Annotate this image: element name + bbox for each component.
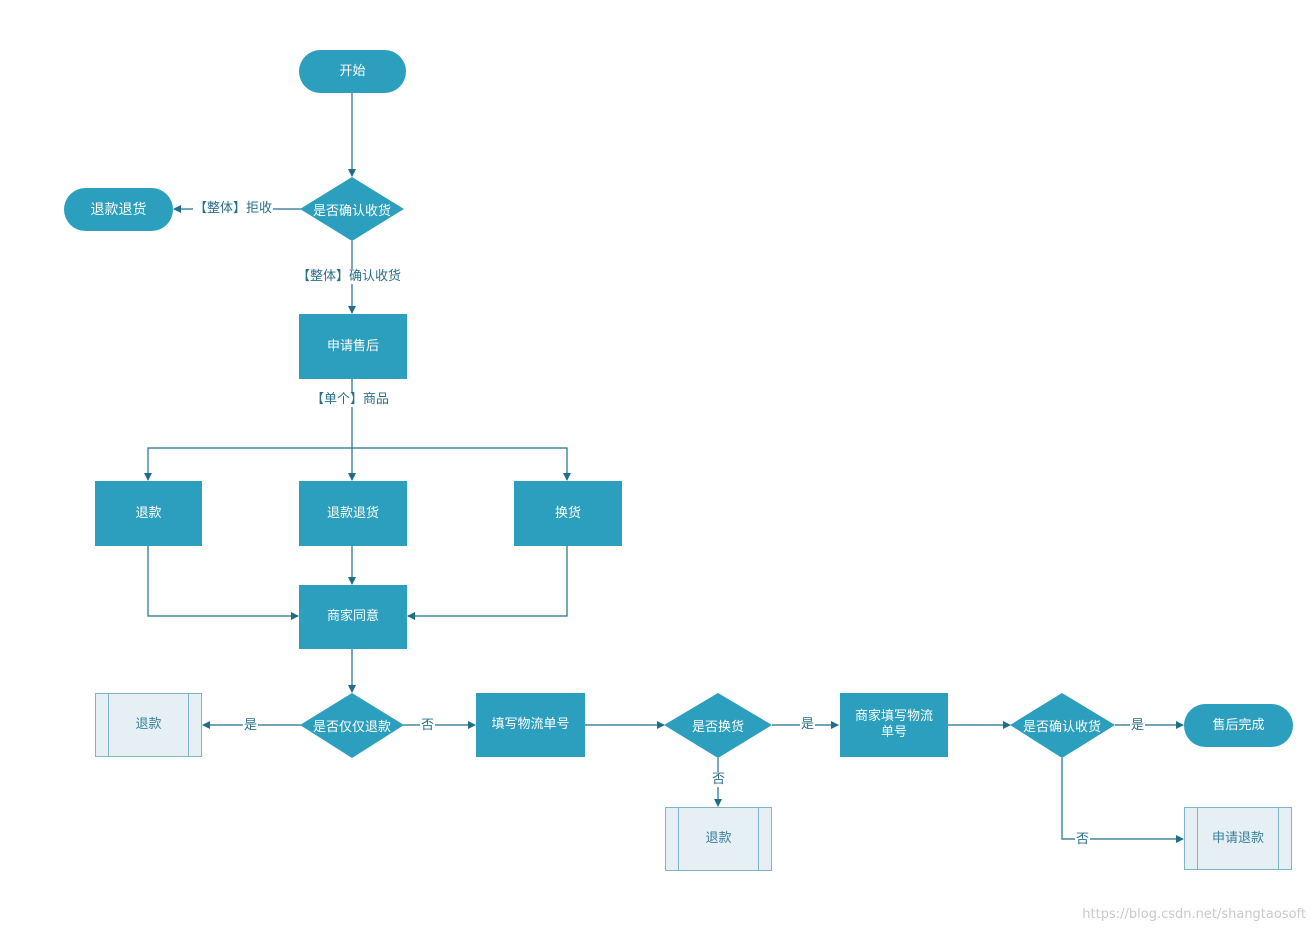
fill-logistics-label: 填写物流单号 (491, 717, 570, 732)
edge-branch-to-refund (144, 447, 352, 481)
edge-label-no-1: 否 (420, 718, 436, 733)
apply-refund-subprocess[interactable]: 申请退款 (1184, 807, 1292, 870)
aftersale-done-label: 售后完成 (1212, 717, 1265, 733)
refund-return-top-node[interactable]: 退款退货 (64, 188, 173, 231)
refund-subprocess-left-label: 退款 (135, 717, 162, 732)
edge-label-yes-1: 是 (243, 718, 259, 733)
exchange-node[interactable]: 换货 (514, 481, 622, 546)
apply-aftersale-node[interactable]: 申请售后 (299, 314, 407, 379)
edge-label-yes-3: 是 (1130, 718, 1146, 733)
refund-node[interactable]: 退款 (95, 481, 202, 546)
edge-refund-to-agree (147, 546, 299, 620)
edge-label-yes-2: 是 (800, 717, 816, 732)
edge-confirm2-no (1061, 758, 1184, 843)
refund-subprocess-bottom-label: 退款 (705, 831, 732, 846)
apply-aftersale-label: 申请售后 (326, 338, 379, 354)
watermark: https://blog.csdn.net/shangtaosoft (1082, 907, 1306, 922)
decision-only-refund (300, 693, 404, 758)
exchange-label: 换货 (554, 505, 581, 521)
apply-refund-label: 申请退款 (1211, 830, 1264, 846)
edge-label-whole-reject: 【整体】拒收 (193, 201, 274, 216)
merchant-agree-label: 商家同意 (326, 609, 379, 624)
is-exchange-label: 是否换货 (691, 719, 744, 735)
confirm-receipt-1-label: 是否确认收货 (312, 203, 391, 219)
refund-subprocess-left[interactable]: 退款 (95, 693, 202, 757)
merchant-agree-node[interactable]: 商家同意 (299, 585, 407, 649)
merchant-fill-logistics-label: 商家填写物流单号 (854, 709, 933, 740)
edge-label-single-item: 【单个】商品 (310, 392, 391, 407)
edge-exchange-to-agree (407, 546, 568, 620)
refund-subprocess-bottom[interactable]: 退款 (665, 807, 772, 871)
start-node[interactable]: 开始 (299, 50, 406, 93)
refund-return-label: 退款退货 (326, 505, 379, 521)
edge-label-no-3: 否 (1075, 832, 1091, 847)
only-refund-label: 是否仅仅退款 (312, 719, 391, 735)
refund-label: 退款 (135, 505, 162, 521)
fill-logistics-node[interactable]: 填写物流单号 (476, 693, 585, 757)
decision-is-exchange (664, 693, 772, 758)
confirm-receipt-2-label: 是否确认收货 (1022, 719, 1101, 735)
start-label: 开始 (339, 63, 366, 79)
decision-confirm-receipt-1 (300, 177, 404, 241)
merchant-fill-logistics-node[interactable]: 商家填写物流单号 (840, 693, 948, 757)
edge-label-no-2: 否 (711, 772, 727, 787)
refund-return-top-label: 退款退货 (90, 201, 147, 218)
decision-confirm-receipt-2 (1010, 693, 1115, 758)
edge-branch-to-exchange (352, 447, 571, 481)
aftersale-done-node[interactable]: 售后完成 (1184, 704, 1293, 747)
refund-return-node[interactable]: 退款退货 (299, 481, 407, 546)
edge-label-whole-confirm: 【整体】确认收货 (296, 269, 403, 284)
